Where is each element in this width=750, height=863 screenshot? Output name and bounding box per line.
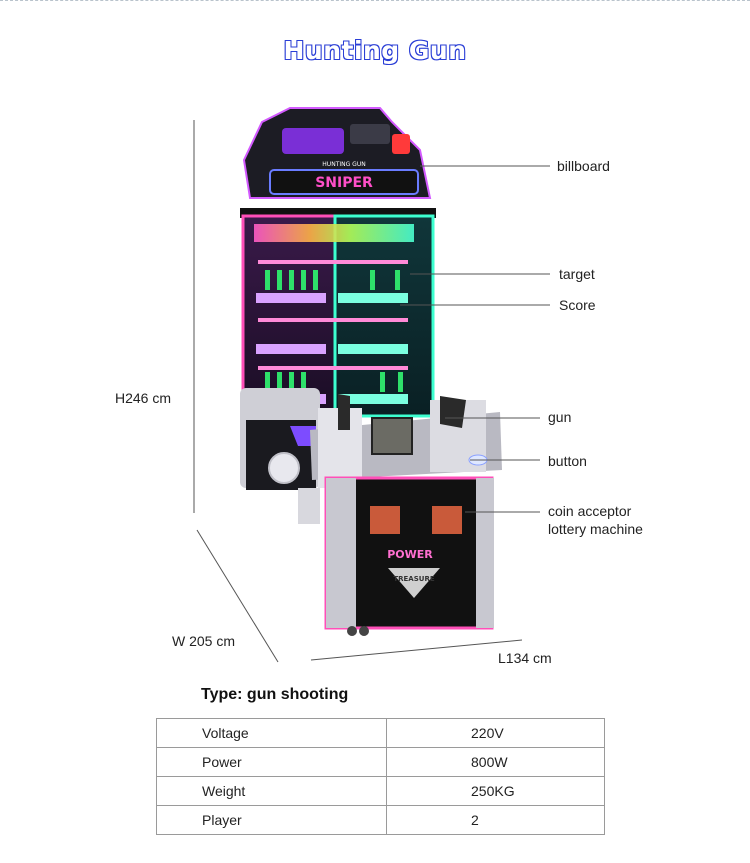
target-cabinet [240,208,436,418]
length-dimension-line [310,639,523,661]
lower-cabinet: POWER TREASURE [324,476,494,636]
width-dimension: W 205 cm [172,633,236,649]
type-heading: Type: gun shooting [201,686,349,703]
coin-acceptor-label: coin acceptor [548,503,632,519]
billboard-label: billboard [557,158,610,174]
side-body [240,388,320,524]
table-row: Power 800W [156,747,605,777]
length-dimension: L134 cm [498,650,552,666]
table-row: Voltage 220V [156,718,605,748]
spec-label: Player [156,805,387,835]
player-console [310,394,502,488]
score-label: Score [559,297,596,313]
svg-text:HUNTING GUN: HUNTING GUN [322,161,365,168]
arcade-machine-illustration: SNIPER HUNTING GUN [193,107,550,663]
top-divider [0,0,750,1]
spec-table: Voltage 220V Power 800W Weight 250KG Pla… [156,718,605,835]
table-row: Weight 250KG [156,776,605,806]
target-label: target [559,266,595,282]
callout-leader-lines [400,165,550,513]
height-dimension: H246 cm [115,390,172,406]
gun-label: gun [548,409,572,425]
svg-text:TREASURE: TREASURE [393,575,434,583]
table-row: Player 2 [156,805,605,835]
spec-label: Power [156,747,387,777]
spec-value: 220V [386,718,605,748]
spec-value: 250KG [386,776,605,806]
spec-label: Voltage [156,718,387,748]
lottery-machine-label: lottery machine [548,521,643,537]
button-label: button [548,453,587,469]
billboard-sign: SNIPER HUNTING GUN [242,107,432,199]
width-dimension-line [196,529,279,663]
spec-label: Weight [156,776,387,806]
page-title: Hunting Gun [282,35,467,66]
svg-text:POWER: POWER [387,548,433,561]
svg-text:SNIPER: SNIPER [315,175,373,191]
spec-value: 2 [386,805,605,835]
spec-value: 800W [386,747,605,777]
